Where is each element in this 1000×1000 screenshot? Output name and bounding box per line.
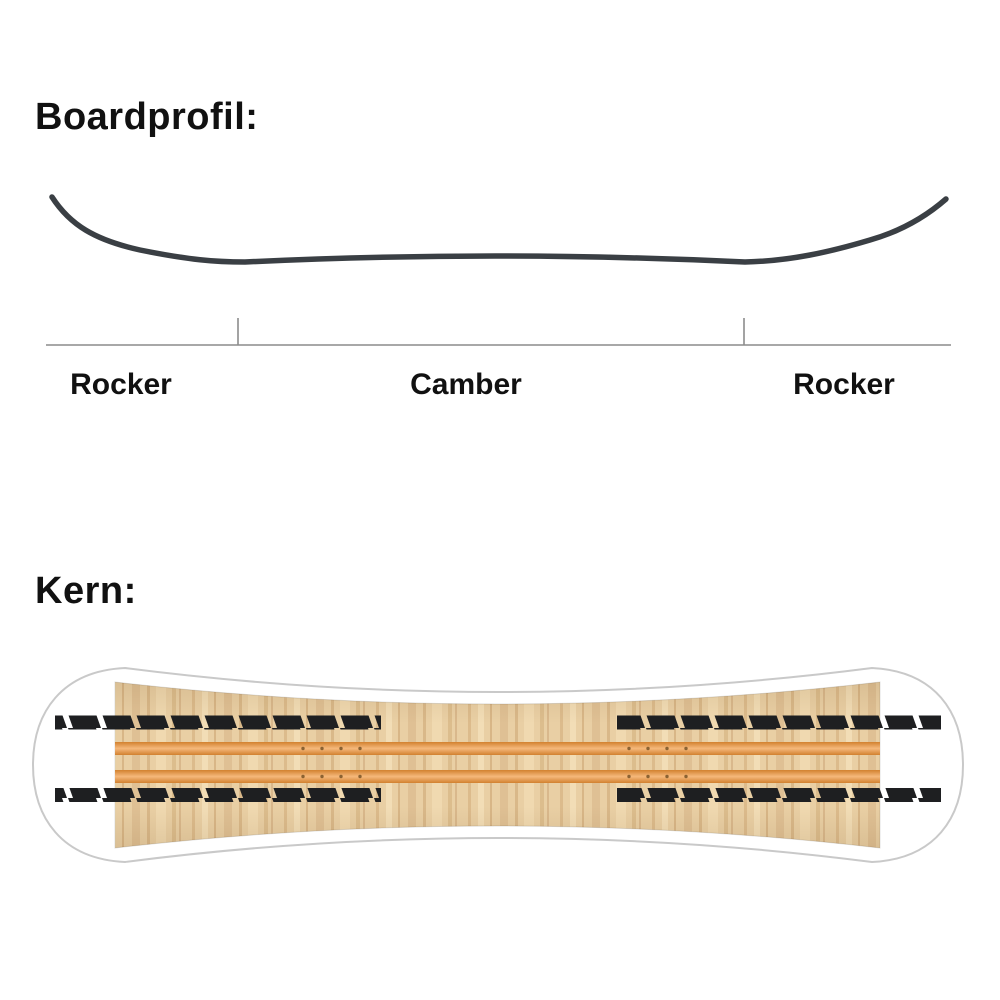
orange-stripe-bottom bbox=[115, 770, 880, 783]
carbon-stringer-right-top bbox=[617, 715, 941, 730]
carbon-stringer-left-top bbox=[55, 715, 381, 730]
orange-stripe-top bbox=[115, 742, 880, 755]
insert-dots-right bbox=[627, 746, 688, 779]
core-section-title: Kern: bbox=[35, 570, 137, 612]
zone-label-rocker-right: Rocker bbox=[793, 368, 895, 401]
insert-dots-left bbox=[301, 746, 362, 779]
carbon-stringer-left-bottom bbox=[55, 788, 381, 802]
board-profile-curve bbox=[49, 194, 949, 265]
zone-label-rocker-left: Rocker bbox=[70, 368, 172, 401]
wood-core-shading bbox=[115, 682, 880, 848]
zone-label-camber: Camber bbox=[410, 368, 522, 401]
profile-section-title: Boardprofil: bbox=[35, 96, 259, 138]
carbon-stringer-right-bottom bbox=[617, 788, 941, 802]
